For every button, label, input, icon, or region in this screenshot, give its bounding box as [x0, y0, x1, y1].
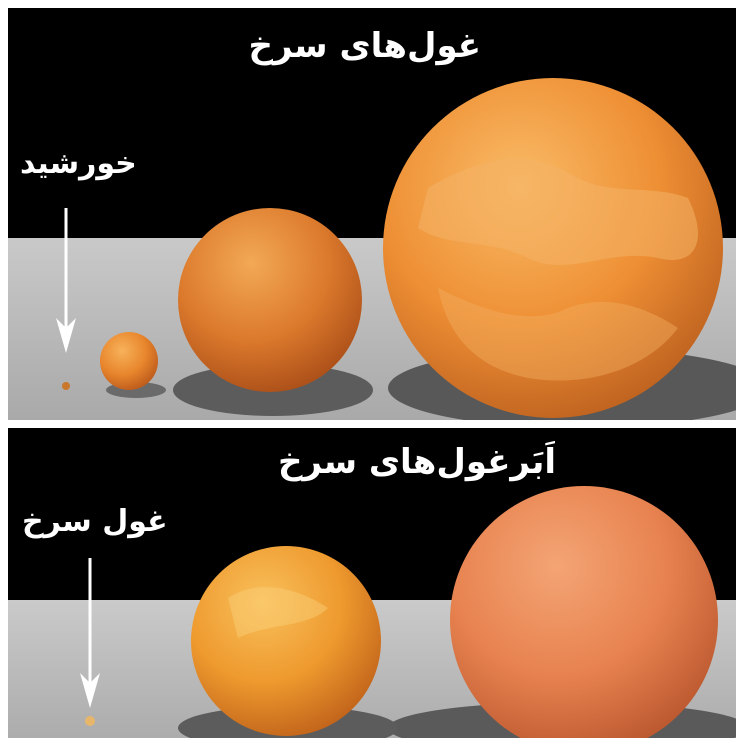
sun-label: خورشید [20, 146, 137, 181]
red-giants-title: غول‌های سرخ [248, 26, 481, 66]
red-giant-label: غول سرخ [22, 504, 168, 539]
bottom-scene [8, 428, 736, 738]
red-supergiant-star [450, 486, 718, 738]
red-giant-arrow-head [80, 673, 100, 708]
red-giant-star [191, 546, 381, 736]
small-star [100, 332, 158, 390]
sun-dot [62, 382, 70, 390]
sun-arrow-head [56, 318, 76, 353]
red-giant-dot [85, 716, 95, 726]
large-star-surface-patch [418, 158, 698, 266]
large-star-surface-patch [438, 288, 678, 381]
medium-red-giant-star [178, 208, 362, 392]
top-scene [8, 8, 736, 420]
bottom-panel: اَبَرغول‌های سرخ غول سرخ [8, 428, 736, 738]
giant-surface-patch [228, 587, 328, 638]
red-supergiants-title: اَبَرغول‌های سرخ [277, 442, 556, 482]
top-panel: غول‌های سرخ خورشید [8, 8, 736, 420]
